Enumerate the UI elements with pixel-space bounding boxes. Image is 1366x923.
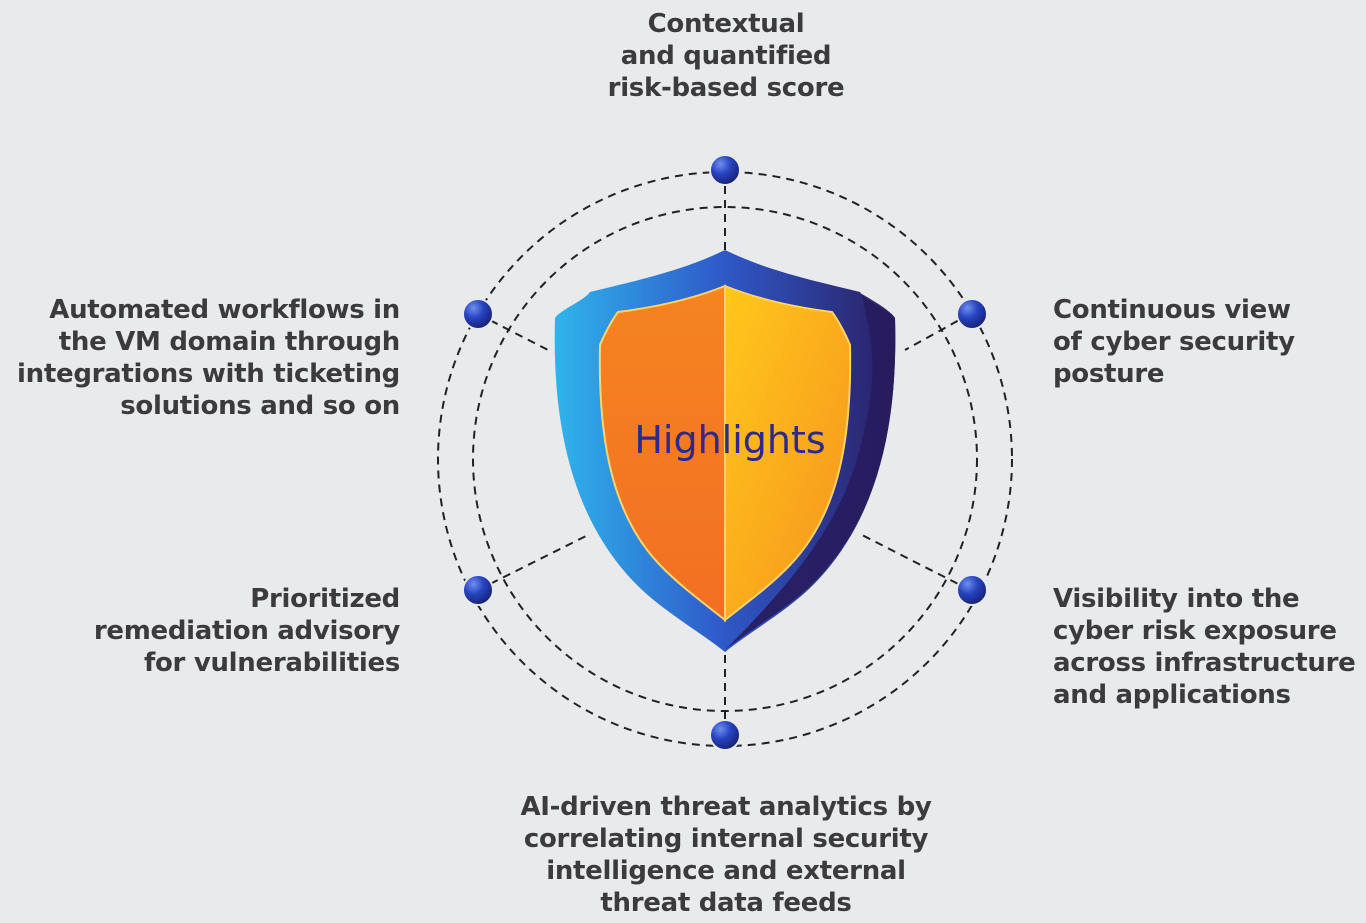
- label-remediation-advisory: Prioritized remediation advisory for vul…: [93, 584, 400, 678]
- node-upper-right: [956, 298, 988, 330]
- label-automated-workflows: Automated workflows in the VM domain thr…: [17, 295, 400, 421]
- label-security-posture: Continuous view of cyber security postur…: [1053, 295, 1295, 389]
- connector-lower-right: [861, 534, 971, 591]
- node-lower-left: [462, 574, 494, 606]
- node-top: [709, 154, 741, 186]
- nodes: [462, 154, 988, 751]
- label-threat-analytics: AI-driven threat analytics by correlatin…: [520, 792, 932, 918]
- label-risk-score: Contextual and quantified risk-based sco…: [607, 9, 845, 103]
- label-risk-exposure: Visibility into the cyber risk exposure …: [1053, 584, 1356, 710]
- connector-upper-right: [904, 313, 971, 351]
- connector-lower-left: [477, 534, 589, 591]
- center-title: Highlights: [634, 418, 825, 462]
- shield-icon: Highlights: [554, 250, 896, 652]
- node-bottom: [709, 719, 741, 751]
- node-upper-left: [462, 298, 494, 330]
- node-lower-right: [956, 574, 988, 606]
